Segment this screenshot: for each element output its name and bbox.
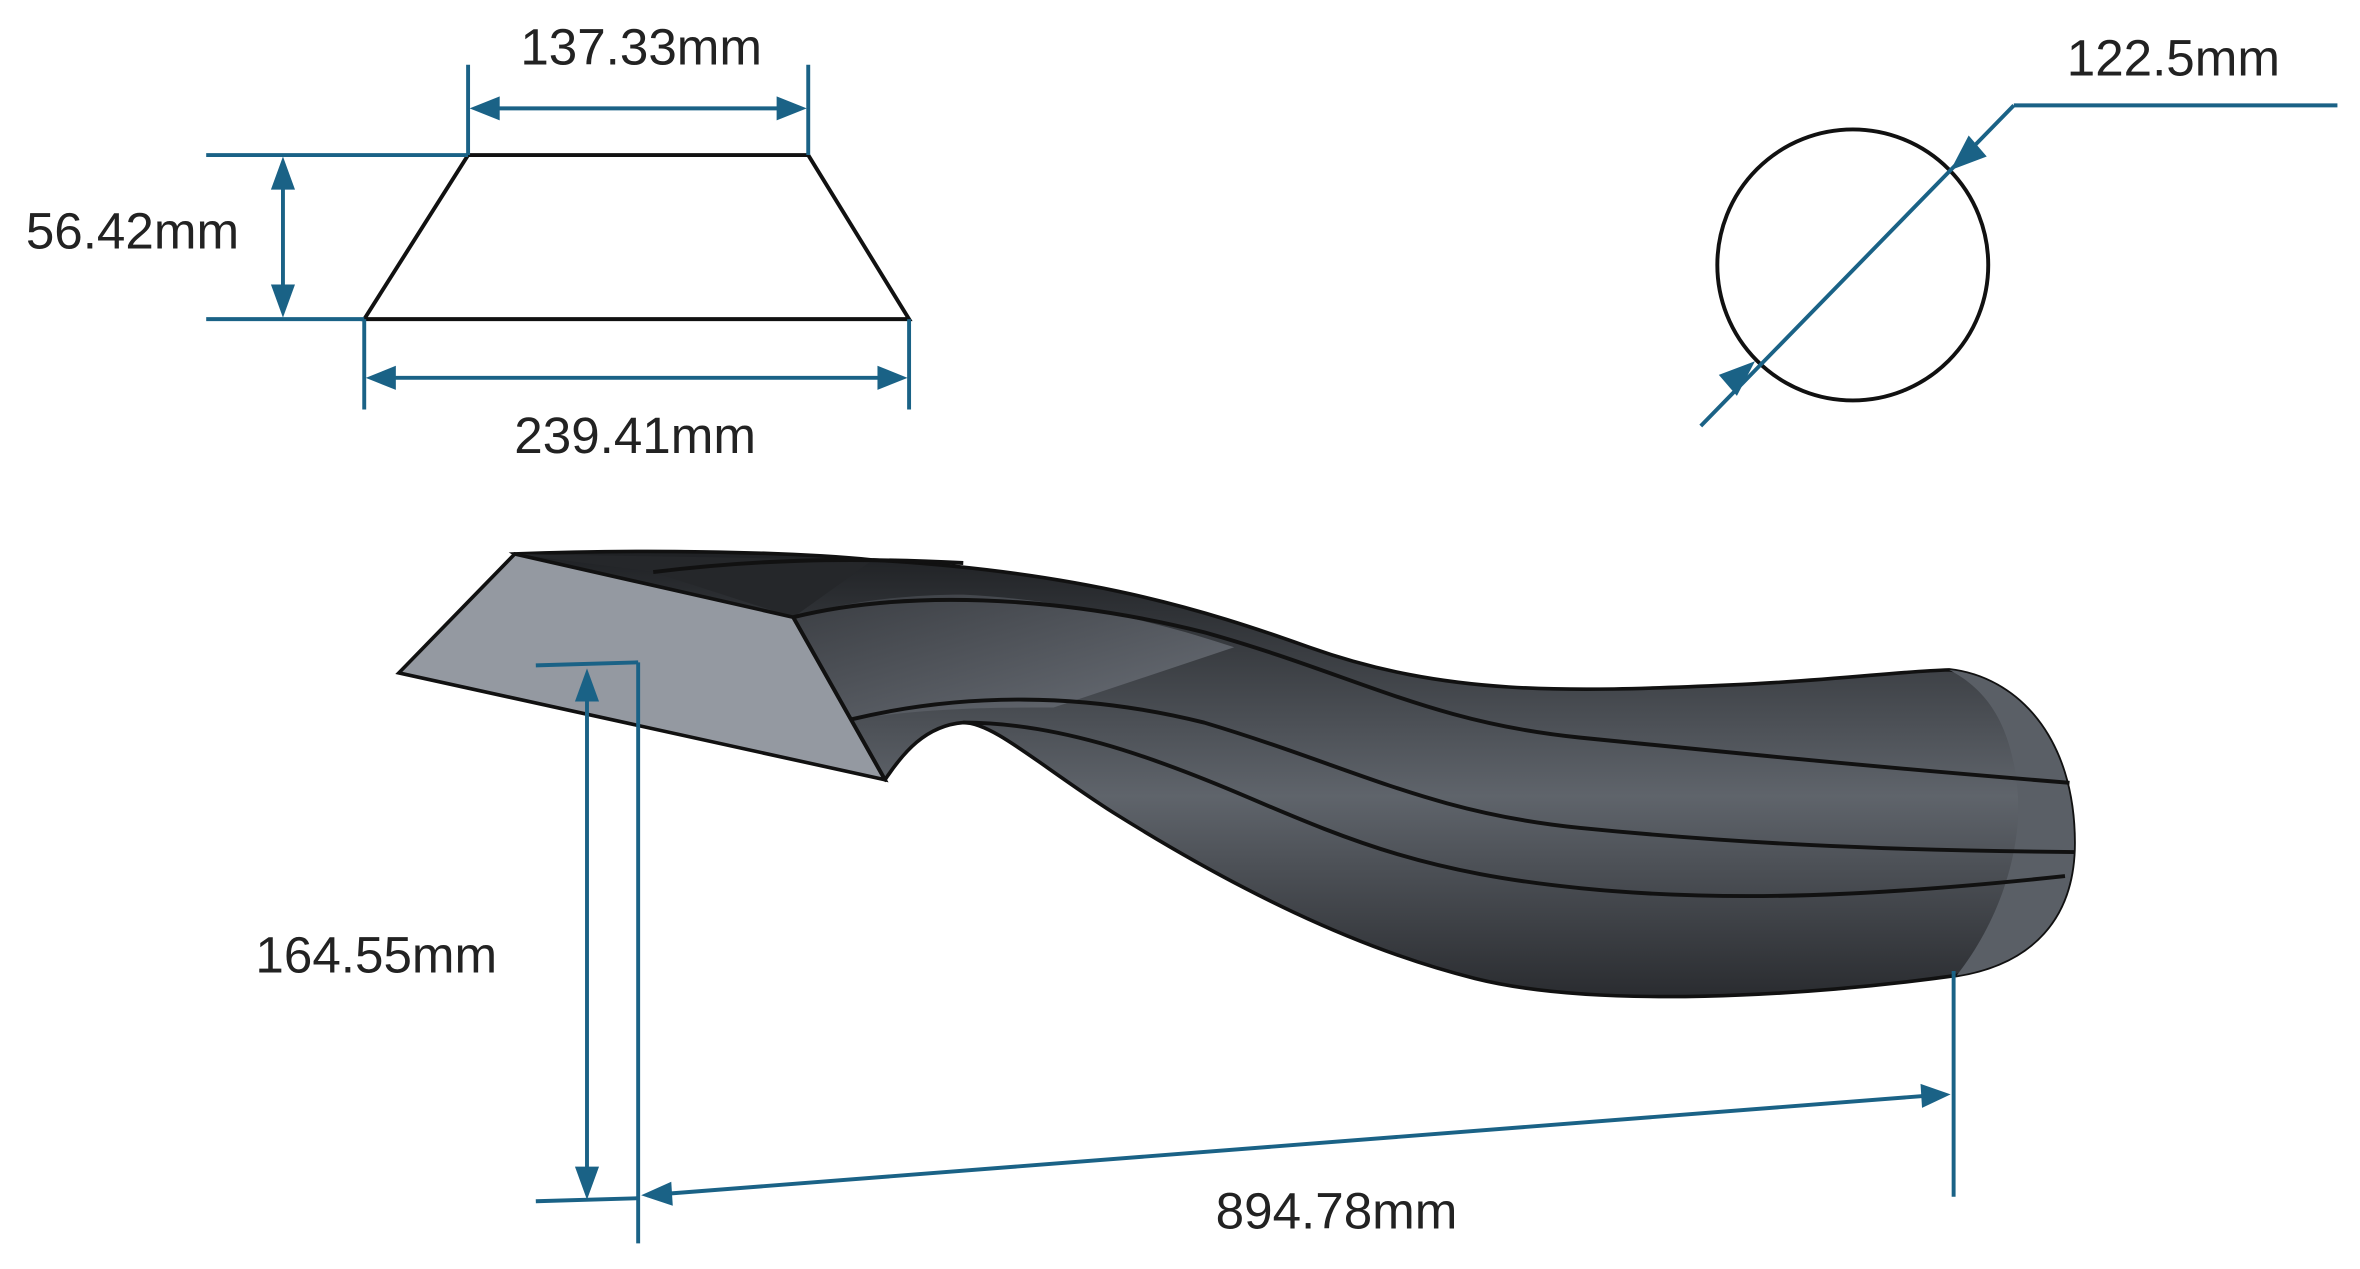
arrowhead-icon xyxy=(1920,1083,1951,1108)
contour-line xyxy=(849,697,2075,854)
duct-side-face xyxy=(793,594,1235,720)
trapezoid-section: 137.33mm 56.42mm 239.41mm xyxy=(26,19,913,464)
contour-line xyxy=(652,558,964,574)
top-width-label: 137.33mm xyxy=(520,19,762,76)
arrowhead-icon xyxy=(776,96,807,121)
bottom-width-label: 239.41mm xyxy=(514,407,756,464)
duct-outlet-end xyxy=(1949,669,2075,976)
contour-line xyxy=(792,597,2070,785)
arrowhead-icon xyxy=(1718,361,1755,396)
arrowhead-icon xyxy=(877,365,908,390)
contour-line xyxy=(963,720,2066,899)
arrowhead-icon xyxy=(1950,135,1987,171)
duct-top-face xyxy=(514,553,873,618)
arrowhead-icon xyxy=(270,284,295,318)
circular-section: 122.5mm xyxy=(1699,29,2338,428)
trapezoid-outline xyxy=(360,153,913,322)
duct-height-label: 164.55mm xyxy=(255,926,497,983)
arrowhead-icon xyxy=(469,96,500,121)
arrowhead-icon xyxy=(270,156,295,190)
circle-outline xyxy=(1715,127,1991,403)
diameter-label: 122.5mm xyxy=(2067,29,2280,86)
arrowhead-icon xyxy=(365,365,396,390)
arrowhead-icon xyxy=(574,668,600,702)
duct-3d-model xyxy=(395,549,2076,999)
contour-line xyxy=(791,616,887,781)
arrowhead-icon xyxy=(574,1166,600,1200)
height-label: 56.42mm xyxy=(26,202,239,259)
duct-length-label: 894.78mm xyxy=(1216,1182,1458,1239)
arrowhead-icon xyxy=(641,1181,673,1206)
duct-dimensions: 164.55mm 894.78mm xyxy=(255,660,1956,1244)
